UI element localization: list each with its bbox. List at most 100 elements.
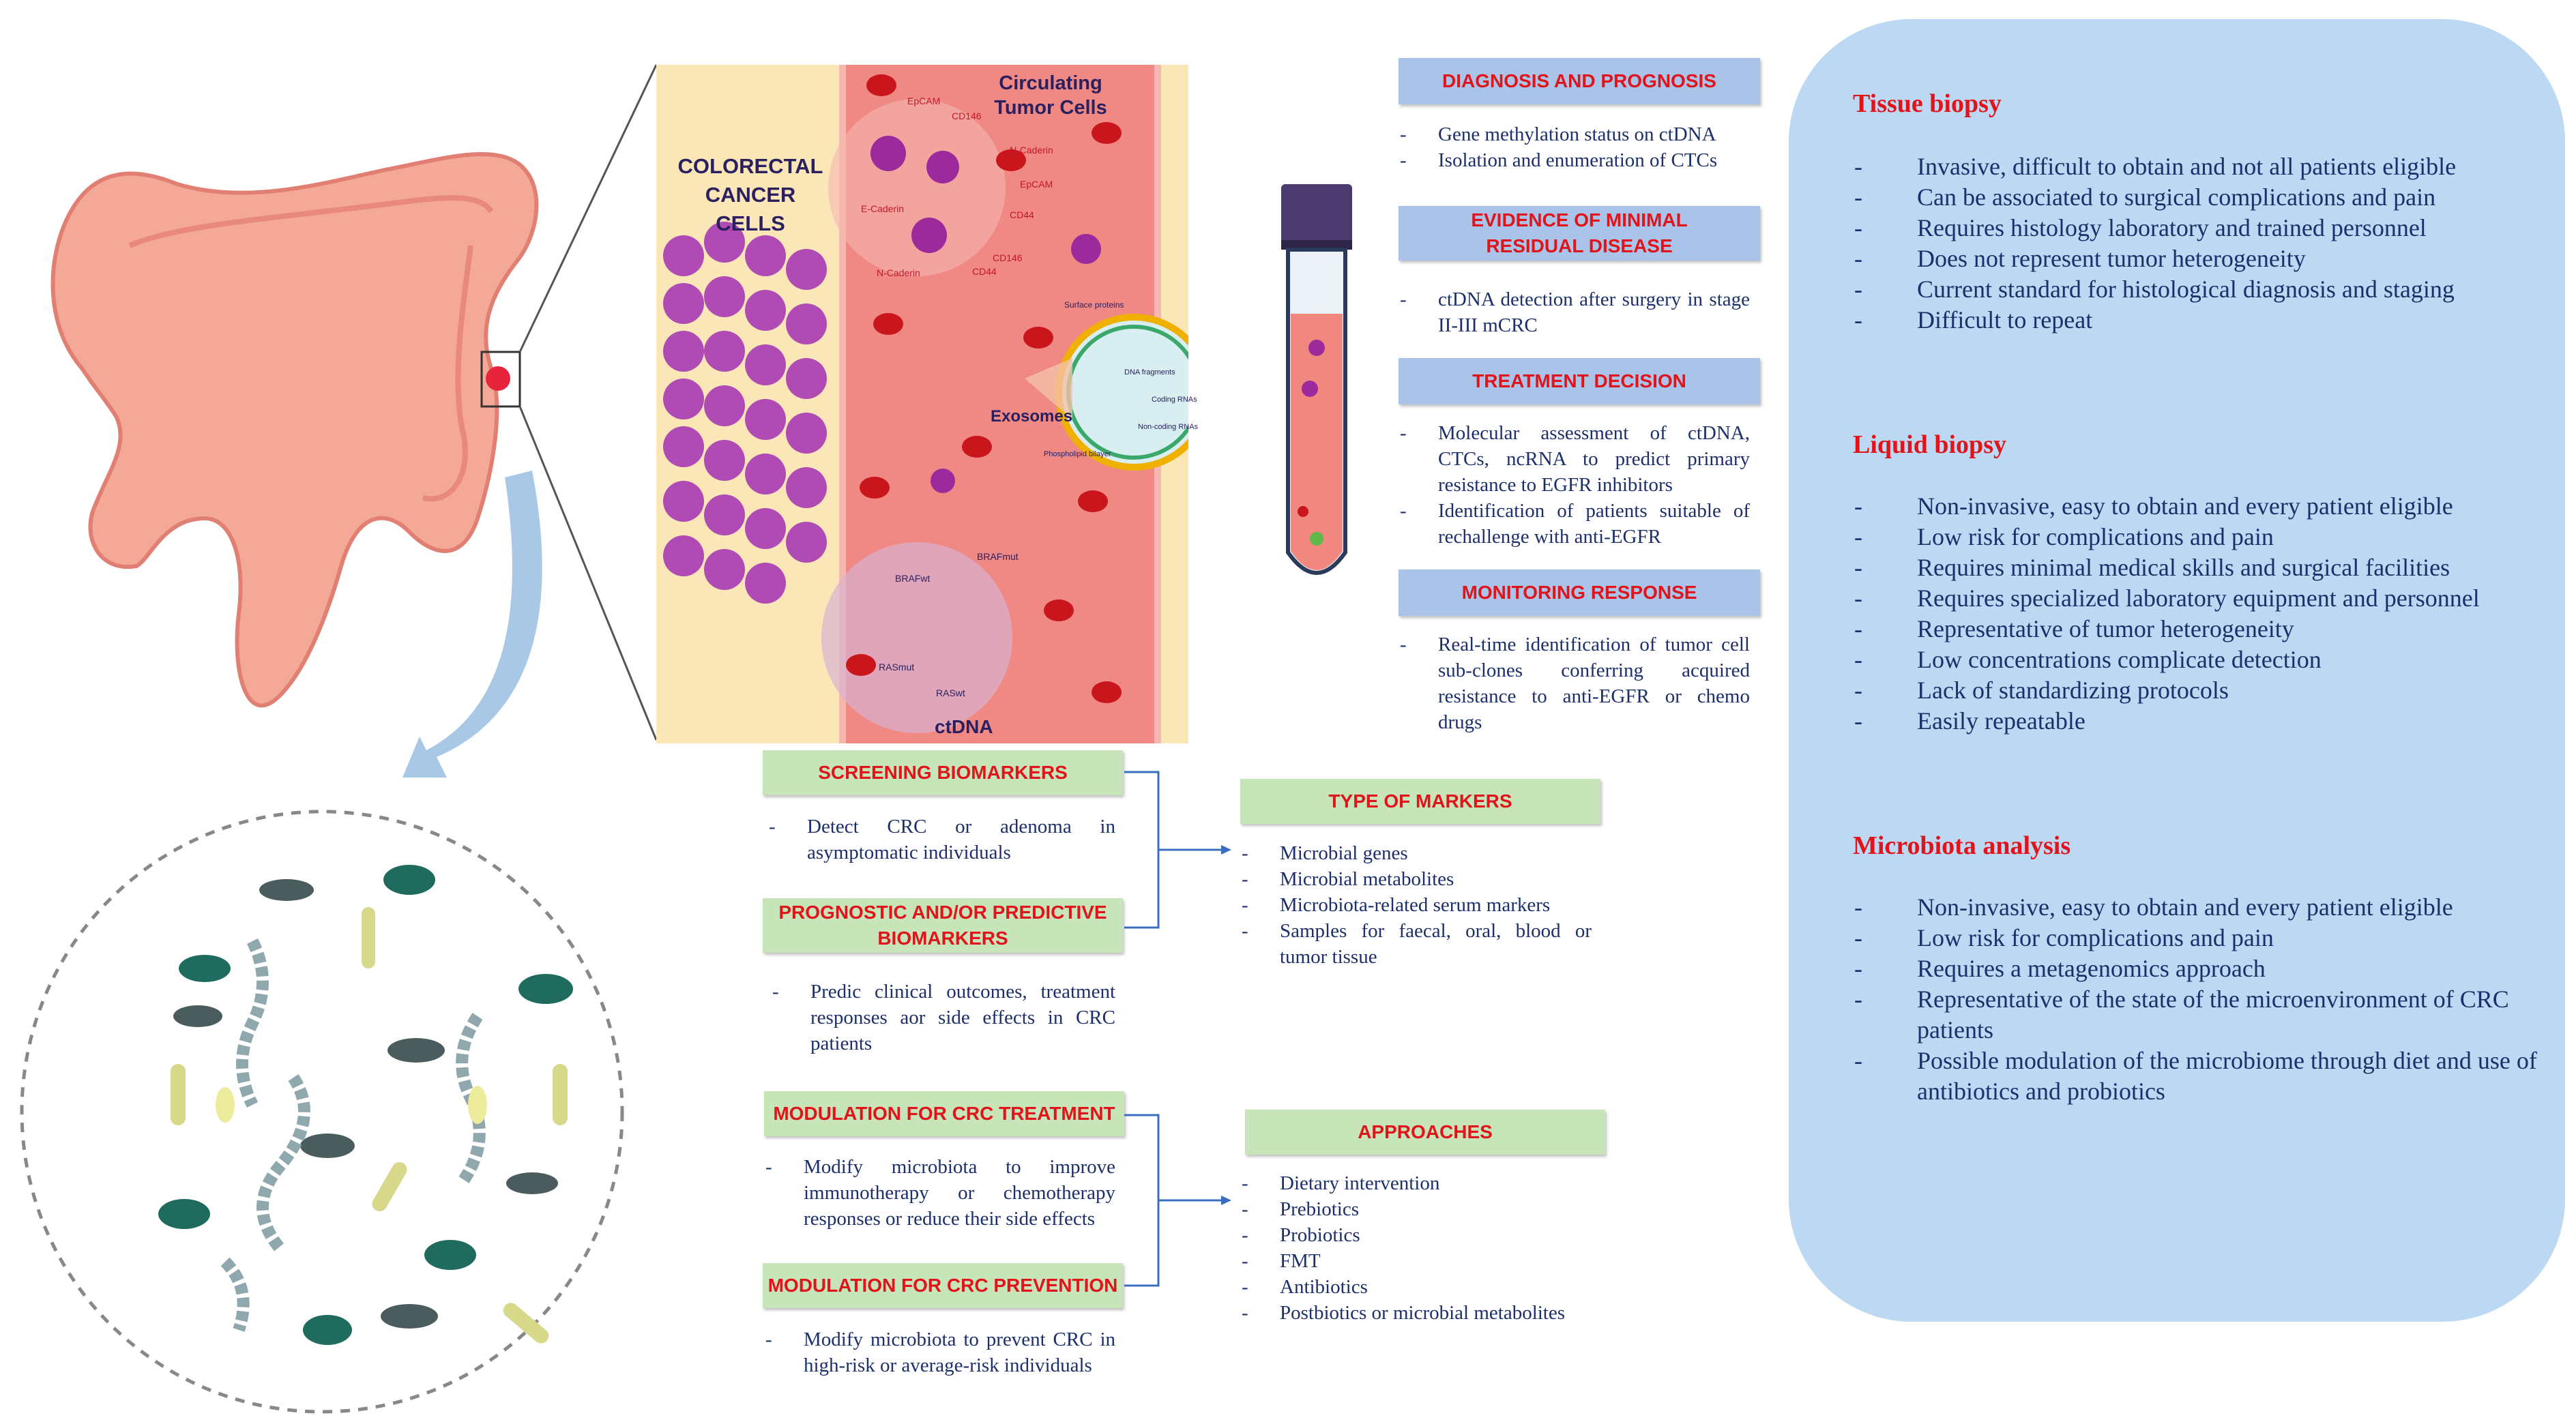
tumor-label: COLORECTAL CANCER CELLS: [669, 152, 832, 238]
treatment-title: TREATMENT DECISION: [1472, 370, 1686, 392]
type-of-markers-title: TYPE OF MARKERS: [1328, 790, 1512, 812]
mrd-list: ctDNA detection after surgery in stage I…: [1399, 286, 1750, 338]
list-item: Low risk for complications and pain: [1853, 522, 2549, 552]
ctdna-label: ctDNA: [935, 716, 993, 737]
list-item: Lack of standardizing protocols: [1853, 675, 2549, 706]
approaches-title: APPROACHES: [1358, 1121, 1493, 1143]
approaches-list: Dietary intervention Prebiotics Probioti…: [1240, 1170, 1592, 1326]
modulation-treatment-header: MODULATION FOR CRC TREATMENT: [764, 1091, 1124, 1136]
list-item: Representative of the state of the micro…: [1853, 984, 2549, 1046]
modulation-treatment-list: Modify microbiota to improve immunothera…: [764, 1154, 1115, 1232]
noncoding-rnas-label: Non-coding RNAs: [1138, 423, 1199, 431]
list-item: Modify microbiota to prevent CRC in high…: [764, 1327, 1115, 1378]
treatment-list: Molecular assessment of ctDNA, CTCs, ncR…: [1399, 420, 1750, 550]
blood-tube-icon: [1281, 184, 1352, 575]
braf-mut-label: BRAFmut: [977, 551, 1019, 562]
marker-label: E-Caderin: [861, 203, 905, 214]
approaches-header: APPROACHES: [1245, 1110, 1605, 1155]
liquid-biopsy-illustration: [656, 65, 1188, 743]
list-item: Microbial metabolites: [1240, 866, 1592, 892]
bacteria-cluster: [158, 865, 573, 1345]
marker-label: EpCAM: [1020, 179, 1053, 190]
treatment-header: TREATMENT DECISION: [1399, 358, 1760, 404]
list-item: Gene methylation status on ctDNA: [1399, 121, 1750, 147]
list-item: Representative of tumor heterogeneity: [1853, 614, 2549, 645]
screening-list: Detect CRC or adenoma in asymptomatic in…: [767, 814, 1115, 865]
mrd-title-line1: EVIDENCE OF MINIMAL: [1471, 209, 1688, 231]
list-item: ctDNA detection after surgery in stage I…: [1399, 286, 1750, 338]
list-item: Real-time identification of tumor cell s…: [1399, 632, 1750, 735]
connector-lines: [1124, 771, 1231, 1287]
surface-proteins-label: Surface proteins: [1064, 300, 1124, 310]
screening-header: SCREENING BIOMARKERS: [763, 750, 1123, 795]
type-of-markers-header: TYPE OF MARKERS: [1240, 779, 1600, 824]
ctc-label-line2: Tumor Cells: [994, 97, 1107, 119]
coding-rnas-label: Coding RNAs: [1152, 396, 1197, 404]
ctc-label-line1: Circulating: [999, 72, 1102, 94]
phospholipid-label: Phospholipid bilayer: [1044, 450, 1111, 458]
diagnosis-header: DIAGNOSIS AND PROGNOSIS: [1399, 58, 1760, 104]
prognostic-list: Predic clinical outcomes, treatment resp…: [771, 979, 1115, 1056]
list-item: Non-invasive, easy to obtain and every p…: [1853, 491, 2549, 522]
list-item: Difficult to repeat: [1853, 305, 2549, 336]
marker-label: EpCAM: [907, 95, 941, 106]
screening-title: SCREENING BIOMARKERS: [818, 762, 1068, 784]
exosomes-label: Exosomes: [991, 407, 1073, 426]
tissue-biopsy-list: Invasive, difficult to obtain and not al…: [1853, 151, 2549, 336]
list-item: Easily repeatable: [1853, 706, 2549, 737]
ctc-label: Circulating Tumor Cells: [982, 71, 1119, 120]
list-item: Low risk for complications and pain: [1853, 923, 2549, 953]
prognostic-title-line1: PROGNOSTIC AND/OR PREDICTIVE: [778, 902, 1107, 923]
list-item: Antibiotics: [1240, 1274, 1592, 1300]
modulation-prevention-title: MODULATION FOR CRC PREVENTION: [767, 1275, 1118, 1297]
colon-shape: [50, 151, 539, 708]
list-item: Samples for faecal, oral, blood or tumor…: [1240, 918, 1592, 970]
tumor-cells: [663, 222, 827, 604]
list-item: Molecular assessment of ctDNA, CTCs, ncR…: [1399, 420, 1750, 498]
tissue-biopsy-title: Tissue biopsy: [1853, 89, 2002, 118]
list-item: Can be associated to surgical complicati…: [1853, 182, 2549, 213]
list-item: Does not represent tumor heterogeneity: [1853, 243, 2549, 274]
list-item: Probiotics: [1240, 1222, 1592, 1248]
tumor-label-line1: COLORECTAL: [677, 154, 823, 178]
monitoring-list: Real-time identification of tumor cell s…: [1399, 632, 1750, 735]
marker-label: CD44: [972, 266, 997, 277]
mrd-header: EVIDENCE OF MINIMAL RESIDUAL DISEASE: [1399, 206, 1760, 261]
prognostic-header: PROGNOSTIC AND/OR PREDICTIVE BIOMARKERS: [763, 898, 1123, 953]
list-item: Dietary intervention: [1240, 1170, 1592, 1196]
list-item: FMT: [1240, 1248, 1592, 1274]
microbiota-analysis-list: Non-invasive, easy to obtain and every p…: [1853, 892, 2549, 1107]
marker-label: N-Caderin: [877, 267, 920, 278]
modulation-prevention-list: Modify microbiota to prevent CRC in high…: [764, 1327, 1115, 1378]
list-item: Low concentrations complicate detection: [1853, 645, 2549, 675]
list-item: Detect CRC or adenoma in asymptomatic in…: [767, 814, 1115, 865]
list-item: Postbiotics or microbial metabolites: [1240, 1300, 1592, 1326]
list-item: Modify microbiota to improve immunothera…: [764, 1154, 1115, 1232]
list-item: Microbial genes: [1240, 840, 1592, 866]
list-item: Current standard for histological diagno…: [1853, 274, 2549, 305]
list-item: Prebiotics: [1240, 1196, 1592, 1222]
list-item: Identification of patients suitable of r…: [1399, 498, 1750, 550]
diagnosis-list: Gene methylation status on ctDNA Isolati…: [1399, 121, 1750, 173]
modulation-prevention-header: MODULATION FOR CRC PREVENTION: [763, 1263, 1123, 1308]
liquid-biopsy-title: Liquid biopsy: [1853, 430, 2006, 459]
ras-wt-label: RASwt: [936, 687, 965, 698]
tumor-label-line2: CANCER CELLS: [705, 183, 796, 235]
braf-wt-label: BRAFwt: [895, 573, 931, 584]
dna-fragments-label: DNA fragments: [1124, 368, 1175, 376]
list-item: Requires a metagenomics approach: [1853, 953, 2549, 984]
ras-mut-label: RASmut: [879, 662, 915, 672]
list-item: Requires minimal medical skills and surg…: [1853, 552, 2549, 583]
marker-label: CD44: [1010, 209, 1034, 220]
monitoring-header: MONITORING RESPONSE: [1399, 569, 1760, 616]
list-item: Requires specialized laboratory equipmen…: [1853, 583, 2549, 614]
modulation-treatment-title: MODULATION FOR CRC TREATMENT: [773, 1103, 1115, 1125]
list-item: Predic clinical outcomes, treatment resp…: [771, 979, 1115, 1056]
type-of-markers-list: Microbial genes Microbial metabolites Mi…: [1240, 840, 1592, 970]
marker-label: CD146: [993, 252, 1023, 263]
microbiota-analysis-title: Microbiota analysis: [1853, 831, 2071, 860]
liquid-biopsy-list: Non-invasive, easy to obtain and every p…: [1853, 491, 2549, 737]
mrd-title-line2: RESIDUAL DISEASE: [1486, 235, 1673, 256]
list-item: Possible modulation of the microbiome th…: [1853, 1046, 2549, 1107]
list-item: Invasive, difficult to obtain and not al…: [1853, 151, 2549, 182]
